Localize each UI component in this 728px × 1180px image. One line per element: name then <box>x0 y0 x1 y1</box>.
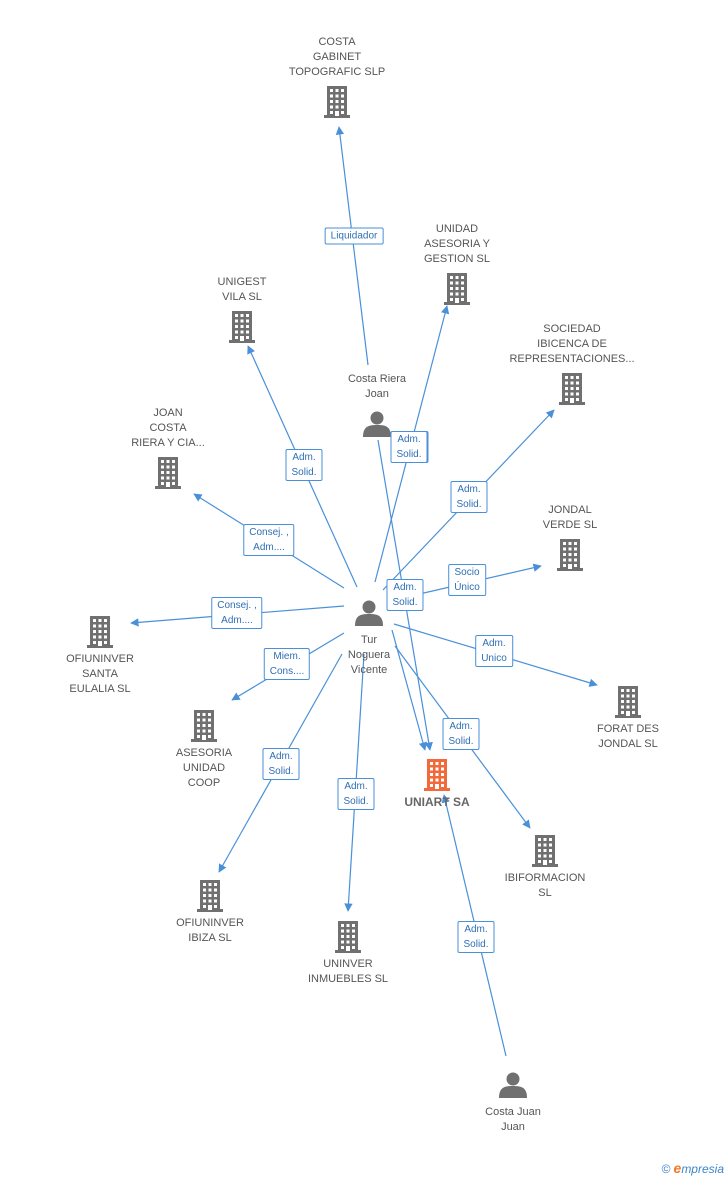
node-label-unigest[interactable]: UNIGEST VILA SL <box>217 276 267 303</box>
node-label-unidad-asesoria[interactable]: UNIDAD ASESORIA Y GESTION SL <box>423 223 491 265</box>
edge-label-uniart[interactable]: Adm. Solid. <box>386 579 424 611</box>
person-icon[interactable] <box>355 600 383 627</box>
node-label-ibiformacion[interactable]: IBIFORMACION SL <box>504 872 586 899</box>
node-label-tur-noguera[interactable]: Tur Noguera Vicente <box>347 634 391 676</box>
node-label-joan-costa[interactable]: JOAN COSTA RIERA Y CIA... <box>131 407 205 449</box>
building-icon[interactable] <box>229 311 255 343</box>
edge-label-joan-costa[interactable]: Consej. , Adm.... <box>243 524 295 556</box>
edge-label-forat-des-jondal[interactable]: Adm. Unico <box>475 635 513 667</box>
edge-label-uniart[interactable]: Adm. Solid. <box>457 921 495 953</box>
building-icon[interactable] <box>532 835 558 867</box>
person-icon[interactable] <box>499 1072 527 1099</box>
building-icon[interactable] <box>557 539 583 571</box>
person-icon[interactable] <box>363 411 391 438</box>
node-label-ofiuninver-ibiza[interactable]: OFIUNINVER IBIZA SL <box>176 917 244 944</box>
building-icon[interactable] <box>559 373 585 405</box>
building-icon[interactable] <box>87 616 113 648</box>
node-label-costa-juan-juan[interactable]: Costa Juan Juan <box>485 1106 541 1133</box>
edge-label-costa-gabinet[interactable]: Liquidador <box>324 227 384 245</box>
node-label-costa-gabinet[interactable]: COSTA GABINET TOPOGRAFIC SLP <box>288 36 386 78</box>
edge-label-ofiuninver-santa[interactable]: Consej. , Adm.... <box>211 597 263 629</box>
edge-label-sociedad-ibicenca[interactable]: Adm. Solid. <box>450 481 488 513</box>
building-icon[interactable] <box>324 86 350 118</box>
building-icon[interactable] <box>444 273 470 305</box>
node-label-asesoria-unidad[interactable]: ASESORIA UNIDAD COOP <box>175 747 233 789</box>
building-icon[interactable] <box>197 880 223 912</box>
empresia-watermark: ©empresia <box>662 1160 724 1176</box>
brand-initial: e <box>673 1160 682 1176</box>
building-icon[interactable] <box>424 759 450 791</box>
node-label-sociedad-ibicenca[interactable]: SOCIEDAD IBICENCA DE REPRESENTACIONES... <box>509 323 635 365</box>
building-icon[interactable] <box>335 921 361 953</box>
copyright-symbol: © <box>661 1162 671 1176</box>
node-label-costa-riera-joan[interactable]: Costa Riera Joan <box>347 373 407 400</box>
building-icon[interactable] <box>155 457 181 489</box>
edge-label-asesoria-unidad[interactable]: Miem. Cons.... <box>263 648 311 680</box>
edge-label-unigest[interactable]: Adm. Solid. <box>285 449 323 481</box>
node-label-ofiuninver-santa[interactable]: OFIUNINVER SANTA EULALIA SL <box>66 653 134 695</box>
brand-name: mpresia <box>681 1162 724 1176</box>
edge-label-unidad-asesoria[interactable]: Adm. Solid. <box>390 431 428 463</box>
edge-label-ibiformacion[interactable]: Adm. Solid. <box>442 718 480 750</box>
edge-label-jondal-verde[interactable]: Socio Único <box>448 564 486 596</box>
node-label-jondal-verde[interactable]: JONDAL VERDE SL <box>542 504 598 531</box>
building-icon[interactable] <box>615 686 641 718</box>
edge-costa-riera-joan-to-costa-gabinet <box>335 126 369 366</box>
node-label-uniart[interactable]: UNIART SA <box>404 795 470 809</box>
node-label-forat-des-jondal[interactable]: FORAT DES JONDAL SL <box>597 723 659 750</box>
building-icon[interactable] <box>191 710 217 742</box>
edge-label-ofiuninver-ibiza[interactable]: Adm. Solid. <box>262 748 300 780</box>
node-label-uninver-inmuebles[interactable]: UNINVER INMUEBLES SL <box>307 958 389 985</box>
edge-label-uninver-inmuebles[interactable]: Adm. Solid. <box>337 778 375 810</box>
